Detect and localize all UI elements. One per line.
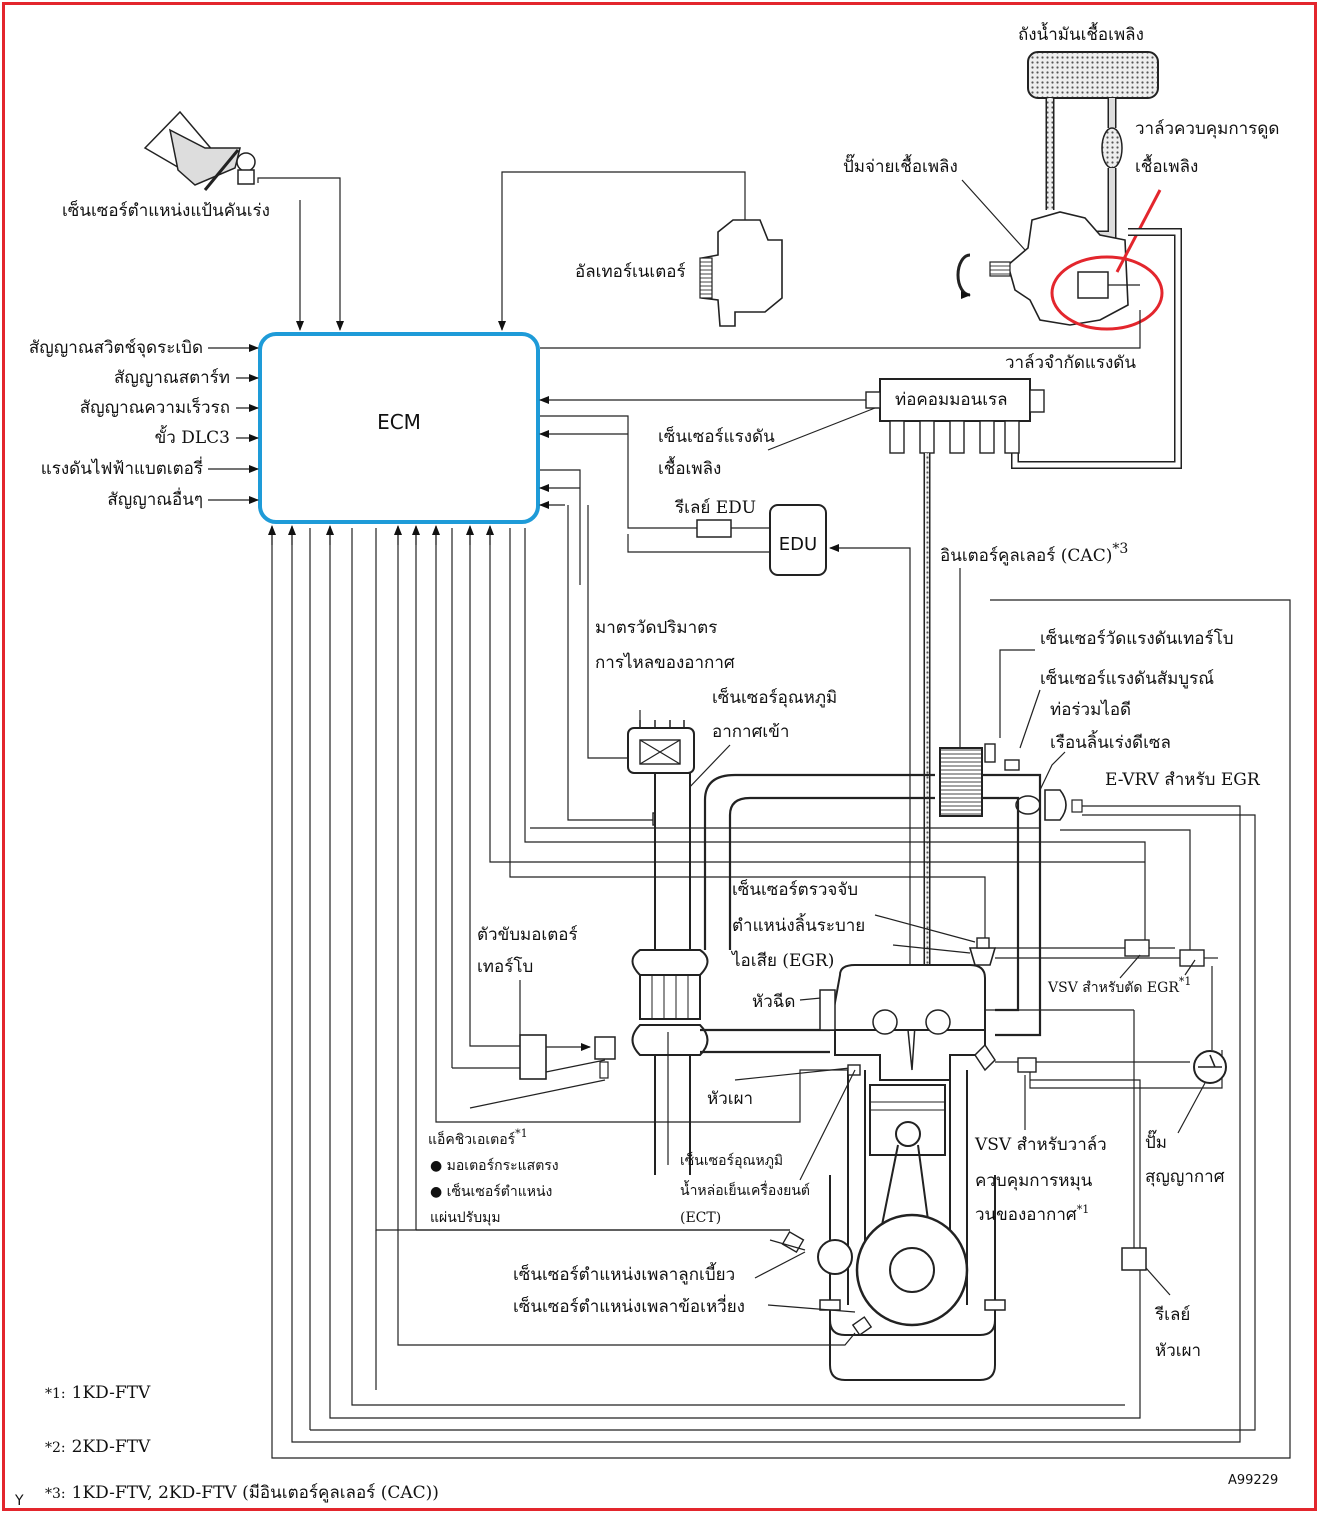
accel-sensor-label: เซ็นเซอร์ตำแหน่งแป้นคันเร่ง [62, 199, 270, 221]
egr-pos-label-2: ตำแหน่งลิ้นระบาย [732, 913, 865, 936]
actuator-label: แอ็คชิวเอเตอร์*1 [428, 1127, 528, 1148]
turbo-actuator-icon [594, 1036, 616, 1079]
alternator-label: อัลเทอร์เนเตอร์ [575, 262, 686, 282]
accelerator-pedal-icon [143, 110, 256, 191]
ect-label-1: เซ็นเซอร์อุณหภูมิ [680, 1151, 783, 1169]
rail-outlets [889, 420, 1020, 454]
fuel-tank-label: ถังน้ำมันเชื้อเพลิง [1018, 22, 1144, 45]
egr-pos-label-1: เซ็นเซอร์ตรวจจับ [732, 878, 858, 900]
abs-pressure-label: เซ็นเซอร์แรงดันสัมบูรณ์ [1040, 667, 1214, 689]
vsv-swirl-label-3: วนของอากาศ*1 [975, 1203, 1089, 1225]
vacuum-pump-label-2: สุญญากาศ [1145, 1167, 1225, 1187]
edu-box [769, 504, 827, 576]
injector-label: หัวฉีด [752, 992, 795, 1012]
maf-label-2: การไหลของอากาศ [595, 652, 735, 673]
glow-plug-label: หัวเผา [707, 1089, 753, 1109]
turbo-pressure-label: เซ็นเซอร์วัดแรงดันเทอร์โบ [1040, 627, 1234, 649]
abs-pressure-sensor [1004, 759, 1020, 771]
input-dlc3: ขั้ว DLC3 [155, 425, 230, 448]
egr-pos-label-3: ไอเสีย (EGR) [730, 950, 834, 971]
input-ignition-switch: สัญญาณสวิตช์จุดระเบิด [29, 338, 203, 358]
evrv-label: E-VRV สำหรับ EGR [1105, 770, 1261, 790]
glow-relay-label-1: รีเลย์ [1154, 1305, 1190, 1325]
edu-relay-label: รีเลย์ EDU [674, 498, 756, 518]
vsv-swirl-label-2: ควบคุมการหมุน [975, 1171, 1093, 1191]
input-vehicle-speed: สัญญาณความเร็วรถ [80, 396, 230, 418]
actuator-item-3: แผ่นปรับมุม [430, 1210, 501, 1226]
fuel-tank-icon [1027, 51, 1159, 99]
input-other-signals: สัญญาณอื่นๆ [107, 487, 203, 510]
turbo-driver-label-2: เทอร์โบ [477, 956, 533, 977]
glow-relay-label-2: หัวเผา [1155, 1341, 1201, 1361]
vsv-egr-cut-icon [1060, 829, 1218, 967]
crank-sensor-icon [851, 1316, 873, 1336]
diesel-throttle-label: เรือนลิ้นเร่งดีเซล [1050, 730, 1171, 753]
glow-plug-icon [847, 1064, 861, 1076]
vacuum-pump-label-1: ปั๊ม [1145, 1129, 1167, 1153]
input-starter-signal: สัญญาณสตาร์ท [114, 368, 230, 388]
turbo-driver-icon [519, 1034, 547, 1080]
pressure-limiter-label: วาล์วจำกัดแรงดัน [1005, 353, 1136, 373]
vsv-swirl-label-1: VSV สำหรับวาล์ว [974, 1135, 1107, 1155]
crank-sensor-label: เซ็นเซอร์ตำแหน่งเพลาข้อเหวี่ยง [513, 1294, 745, 1317]
ect-label-2: น้ำหล่อเย็นเครื่องยนต์ [680, 1180, 810, 1199]
input-battery-voltage: แรงดันไฟฟ้าแบตเตอรี่ [41, 456, 203, 479]
supply-pump-label: ปั๊มจ่ายเชื้อเพลิง [843, 153, 958, 177]
edu-relay-icon [696, 519, 732, 538]
left-input-signals [208, 344, 259, 504]
suction-valve-label-2: เชื้อเพลิง [1135, 154, 1198, 177]
ecm-label: ECM [377, 410, 421, 434]
intake-manifold-label: ท่อร่วมไอดี [1050, 699, 1131, 720]
intercooler-icon [939, 747, 983, 817]
actuator-item-1: ● มอเตอร์กระแสตรง [430, 1157, 559, 1174]
cam-sensor-label: เซ็นเซอร์ตำแหน่งเพลาลูกเบี้ยว [513, 1262, 735, 1285]
actuator-item-2: ● เซ็นเซอร์ตำแหน่ง [430, 1182, 552, 1200]
suction-valve-label-1: วาล์วควบคุมการดูด [1135, 119, 1279, 139]
footnote-2: *2:2KD-FTV [45, 1437, 151, 1457]
ecm-bottom-arrows [268, 525, 494, 545]
footnote-3: *3:1KD-FTV, 2KD-FTV (มีอินเตอร์คูลเลอร์ … [45, 1483, 439, 1503]
maf-meter-icon [627, 720, 695, 774]
vacuum-pump-icon [1193, 1050, 1227, 1084]
cam-sensor-icon [781, 1230, 805, 1254]
ecm-box [258, 332, 540, 524]
turbo-pressure-sensor [984, 743, 996, 763]
turbo-driver-label-1: ตัวขับมอเตอร์ [477, 925, 578, 945]
suction-valve-highlight [1050, 255, 1164, 331]
fuel-pressure-label-2: เชื้อเพลิง [658, 456, 721, 479]
alternator-icon [699, 219, 783, 327]
swirl-valve-icon [974, 1043, 1037, 1073]
intercooler-label: อินเตอร์คูลเลอร์ (CAC)*3 [940, 541, 1128, 566]
common-rail-label: ท่อคอมมอนเรล [895, 390, 1008, 410]
egr-valve-icon [968, 937, 997, 966]
vsv-egr-cut-label: VSV สำหรับตัด EGR*1 [1047, 975, 1191, 996]
footnote-1: *1:1KD-FTV [45, 1383, 151, 1403]
maf-label-1: มาตรวัดปริมาตร [595, 618, 717, 638]
iat-label-2: อากาศเข้า [712, 722, 789, 742]
fuel-pressure-label-1: เซ็นเซอร์แรงดัน [658, 425, 775, 447]
edu-label: EDU [779, 534, 817, 555]
figure-code: A99229 [1228, 1473, 1278, 1488]
corner-mark: Y [14, 1493, 24, 1509]
throttle-body-icon [1015, 789, 1083, 821]
glow-relay-icon [1121, 1247, 1147, 1271]
iat-label-1: เซ็นเซอร์อุณหภูมิ [712, 686, 837, 708]
ect-label-3: (ECT) [680, 1210, 721, 1226]
